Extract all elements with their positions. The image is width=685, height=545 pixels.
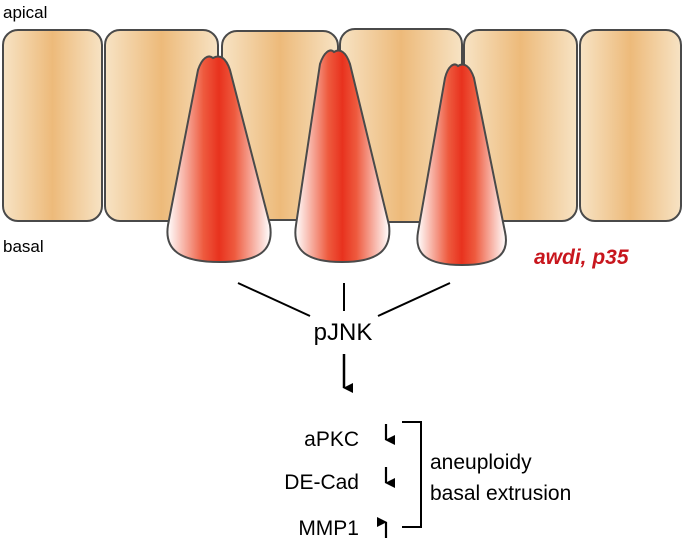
effect-label: aPKC — [304, 428, 359, 451]
basal-label: basal — [3, 237, 44, 256]
outcome-bracket — [402, 421, 422, 528]
extruding-cell — [294, 49, 391, 264]
extruding-cell — [416, 63, 507, 267]
connector-line — [237, 282, 311, 317]
extruding-cell — [166, 55, 272, 264]
pjnk-label: pJNK — [314, 319, 373, 346]
outcome-basal-extrusion: basal extrusion — [430, 482, 571, 505]
epithelial-cell — [579, 29, 682, 222]
effect-label: MMP1 — [298, 517, 359, 540]
outcome-aneuploidy: aneuploidy — [430, 451, 532, 474]
epithelial-cell — [2, 29, 103, 222]
effect-label: DE-Cad — [284, 471, 359, 494]
signal-connectors — [237, 282, 451, 317]
connector-line — [377, 282, 451, 317]
apical-label: apical — [3, 3, 47, 22]
effects-list: aPKC DE-Cad MMP1 — [284, 424, 395, 540]
extruding-cells — [166, 49, 507, 267]
genotype-label: awdi, p35 — [534, 246, 629, 269]
